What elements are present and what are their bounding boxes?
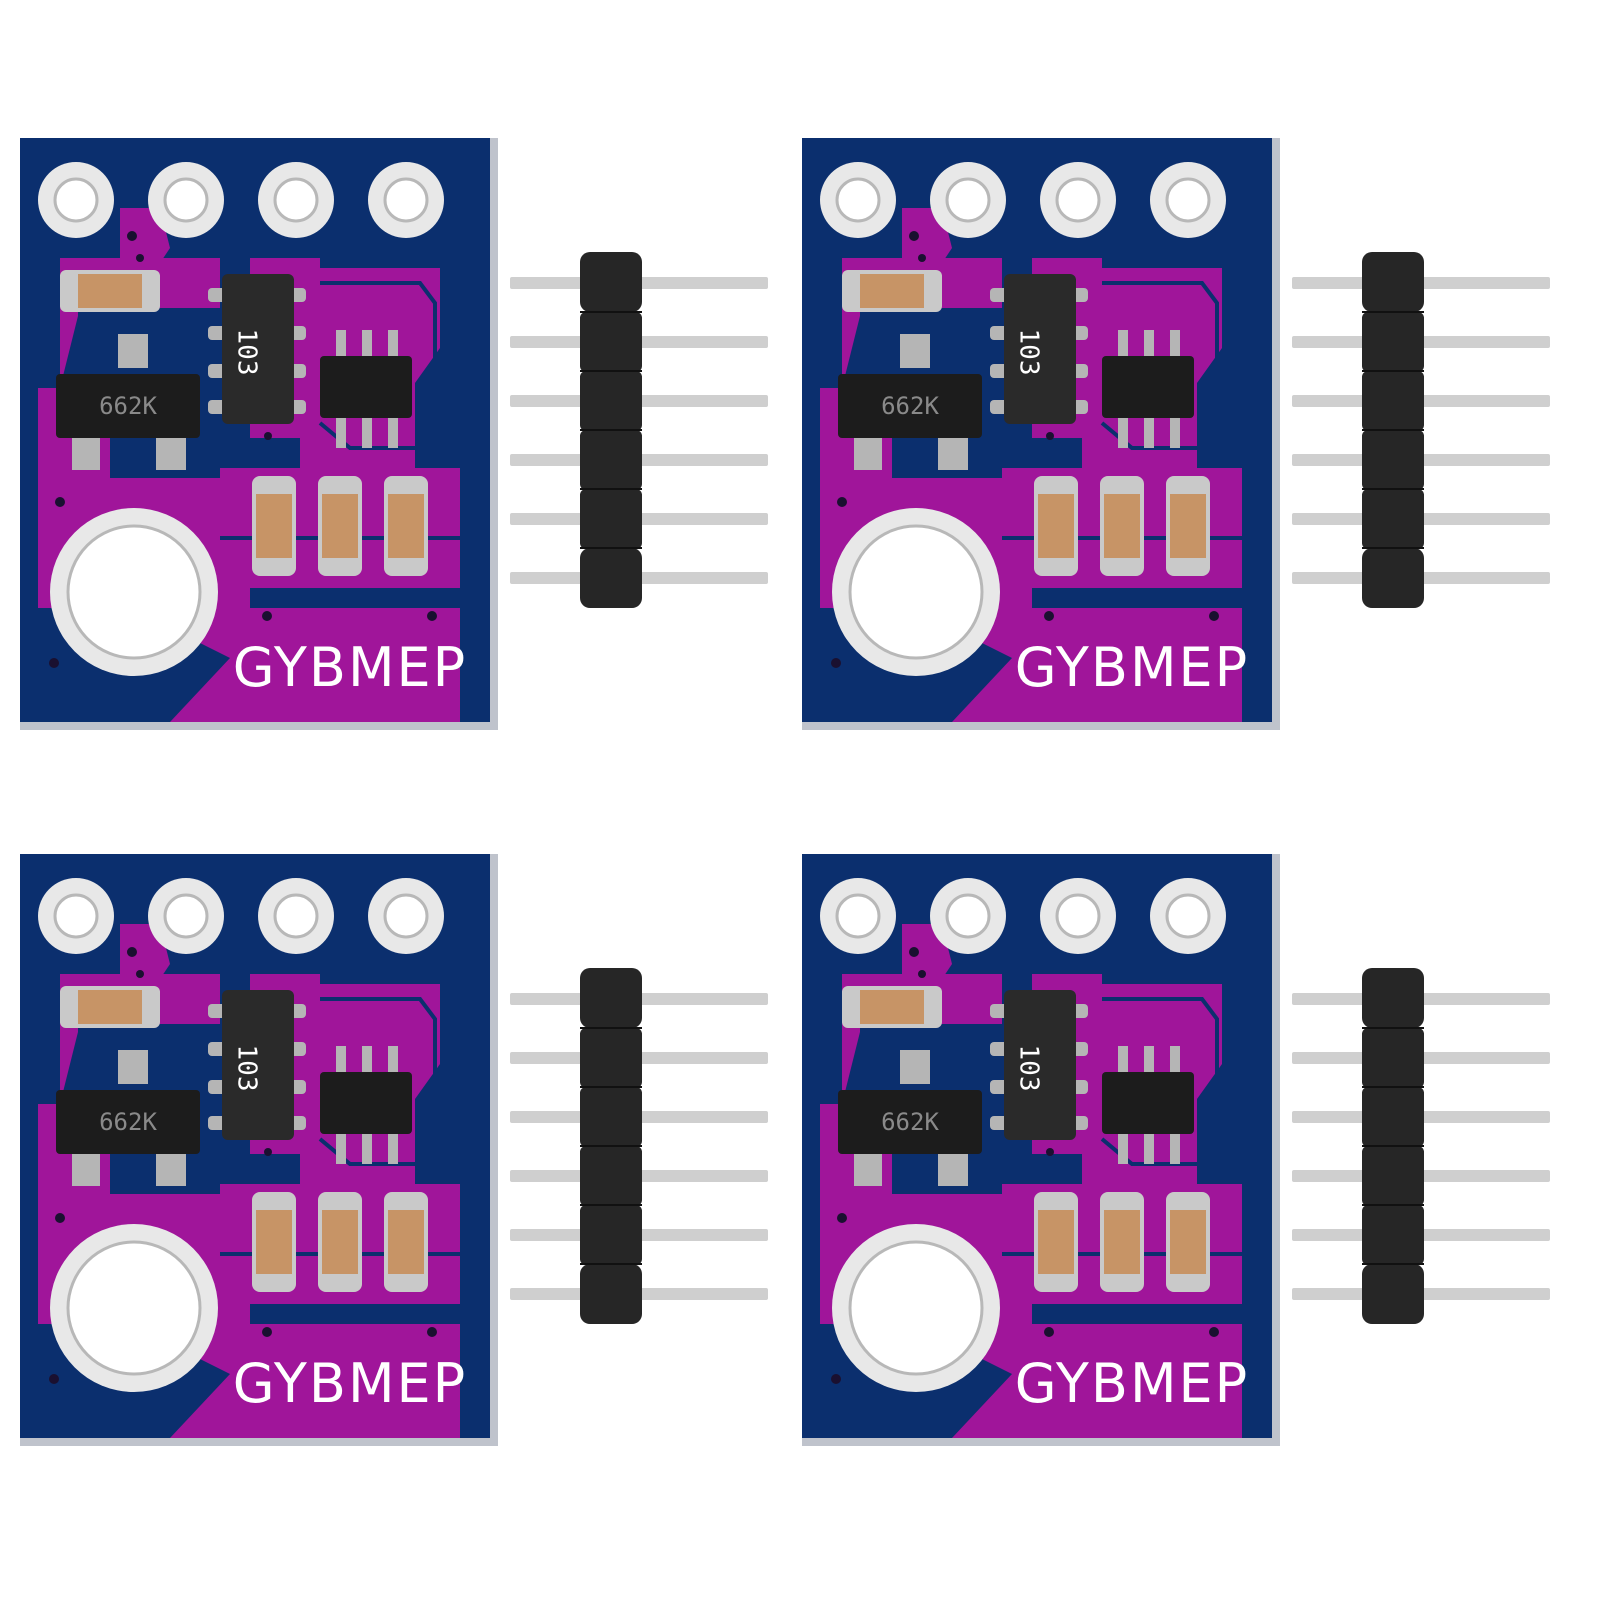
regulator-label: 662K	[881, 1108, 939, 1136]
sensor-module-2: 103 662K GYBMEP	[800, 136, 1552, 732]
regulator-label: 662K	[881, 392, 939, 420]
regulator-label: 662K	[99, 392, 157, 420]
resistor-array-label: 103	[232, 329, 262, 376]
regulator-label: 662K	[99, 1108, 157, 1136]
board-label: GYBMEP	[233, 636, 467, 699]
board-label: GYBMEP	[1015, 1352, 1249, 1415]
sensor-module-3: 103 662K GYBMEP	[18, 852, 770, 1448]
resistor-array-label: 103	[232, 1045, 262, 1092]
sensor-module-1: 103 662K GYBMEP	[18, 136, 770, 732]
resistor-array-label: 103	[1014, 1045, 1044, 1092]
board-label: GYBMEP	[1015, 636, 1249, 699]
board-label: GYBMEP	[233, 1352, 467, 1415]
resistor-array-label: 103	[1014, 329, 1044, 376]
sensor-module-4: 103 662K GYBMEP	[800, 852, 1552, 1448]
